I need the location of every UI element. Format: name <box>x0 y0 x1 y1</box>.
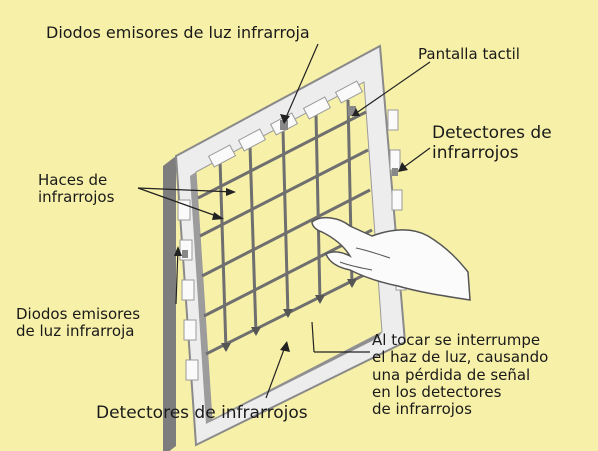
label-left-emitters-line1: Diodos emisores <box>16 305 141 323</box>
label-right-detectors: Detectores de infrarrojos <box>432 123 552 163</box>
frame-side-edge <box>163 156 176 451</box>
beam-arrowheads <box>221 279 357 352</box>
hand-illustration <box>311 216 471 301</box>
label-explanation-line3: una pérdida de señal <box>372 365 531 384</box>
horizontal-beams <box>197 110 375 356</box>
label-right-detectors-line1: Detectores de <box>432 123 552 143</box>
label-touch-screen: Pantalla tactil <box>418 45 520 63</box>
left-emitter-strip <box>190 172 212 424</box>
bottom-detector-strip <box>206 332 382 424</box>
label-explanation-line2: el haz de luz, causando <box>372 348 549 367</box>
frame-small-blocks <box>182 106 398 258</box>
label-left-emitters-line2: de luz infrarroja <box>16 322 135 341</box>
pointer-lines <box>137 43 431 399</box>
label-right-detectors-line2: infrarrojos <box>432 142 519 163</box>
label-explanation-line4: en los detectores <box>372 382 502 401</box>
label-left-emitters: Diodos emisores de luz infrarroja <box>16 305 141 341</box>
label-bottom-detectors: Detectores de infrarrojos <box>96 403 308 423</box>
label-beams: Haces de infrarrojos <box>38 171 115 207</box>
label-explanation-line1: Al tocar se interrumpe <box>372 331 541 349</box>
label-beams-line1: Haces de <box>38 171 108 189</box>
label-beams-line2: infrarrojos <box>38 188 115 207</box>
label-explanation-line5: de infrarrojos <box>372 400 472 418</box>
label-top-emitters: Diodos emisores de luz infrarroja <box>46 23 310 42</box>
pointer-arrowheads <box>174 108 408 352</box>
label-explanation: Al tocar se interrumpe el haz de luz, ca… <box>372 331 549 418</box>
